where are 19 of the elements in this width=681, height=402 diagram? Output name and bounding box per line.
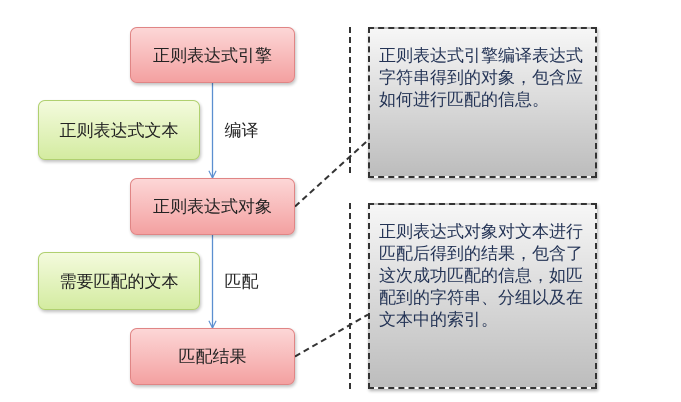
process-box	[130, 27, 295, 83]
box-label: 正则表达式文本	[60, 120, 178, 142]
process-box	[130, 328, 295, 385]
arrow	[208, 235, 217, 329]
box-label: 正则表达式对象	[153, 196, 272, 218]
arrow	[208, 83, 217, 179]
leader-line	[294, 314, 368, 358]
leader-line	[294, 140, 369, 208]
note-text: 正则表达式引擎编译表达式字符串得到的对象，包含应如何进行匹配的信息。	[379, 45, 584, 111]
process-box	[130, 178, 295, 235]
note-text: 正则表达式对象对文本进行匹配后得到的结果，包含了这次成功匹配的信息，如匹配到的字符串、分组以及在文本中的索引。	[379, 221, 584, 331]
input-box	[38, 100, 200, 160]
note-box	[368, 203, 597, 389]
input-box	[38, 252, 200, 310]
note-box	[368, 27, 597, 178]
box-label: 正则表达式引擎	[153, 44, 272, 66]
edge-label: 编译	[222, 118, 260, 142]
box-label: 需要匹配的文本	[60, 270, 178, 292]
box-label: 匹配结果	[178, 346, 246, 368]
